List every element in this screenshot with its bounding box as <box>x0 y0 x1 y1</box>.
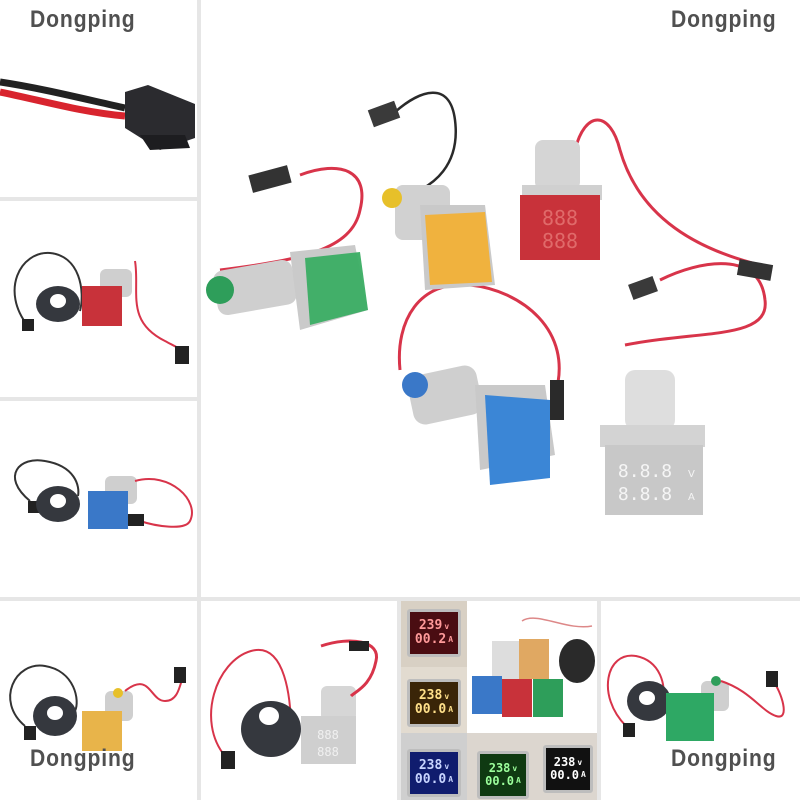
red-meter: 888 888 <box>520 140 602 260</box>
image-tile-connector[interactable] <box>0 0 197 197</box>
watermark-top-right: Dongping <box>671 6 777 33</box>
image-tile-blue-meter[interactable] <box>0 401 197 597</box>
collage-cell-group <box>467 601 597 733</box>
white-meter-bottom-reading: 8.8.8 <box>618 484 672 505</box>
white-meter-photo: 888 888 <box>210 639 378 769</box>
image-tile-red-meter[interactable] <box>0 201 197 397</box>
yellow-meter <box>382 185 495 290</box>
image-tile-green-meter[interactable]: Dongping <box>601 601 800 800</box>
svg-text:V: V <box>688 469 695 480</box>
white-meter-top-reading: 8.8.8 <box>618 461 672 482</box>
green-meter <box>206 245 368 330</box>
blue-meter-photo <box>14 459 193 529</box>
watermark-top-left: Dongping <box>30 6 136 33</box>
watermark-bottom-left: Dongping <box>30 745 136 772</box>
blue-meter <box>402 365 555 485</box>
image-tile-main-product[interactable]: 888 888 8.8.8 V 8.8.8 A <box>201 0 800 597</box>
main-product-photo: 888 888 8.8.8 V 8.8.8 A <box>206 91 774 515</box>
white-meter: 8.8.8 V 8.8.8 A <box>600 370 705 515</box>
connector-photo <box>0 78 195 150</box>
yellow-meter-photo <box>9 664 186 751</box>
svg-text:888: 888 <box>317 728 339 742</box>
red-meter-photo <box>13 251 189 364</box>
green-meter-photo <box>607 654 785 741</box>
svg-text:888: 888 <box>542 229 578 253</box>
svg-text:888: 888 <box>542 206 578 230</box>
watermark-bottom-right: Dongping <box>671 745 777 772</box>
image-tile-white-meter[interactable]: 888 888 <box>201 601 397 800</box>
svg-text:888: 888 <box>317 745 339 759</box>
image-tile-yellow-meter[interactable]: Dongping <box>0 601 197 800</box>
svg-text:A: A <box>688 492 695 503</box>
